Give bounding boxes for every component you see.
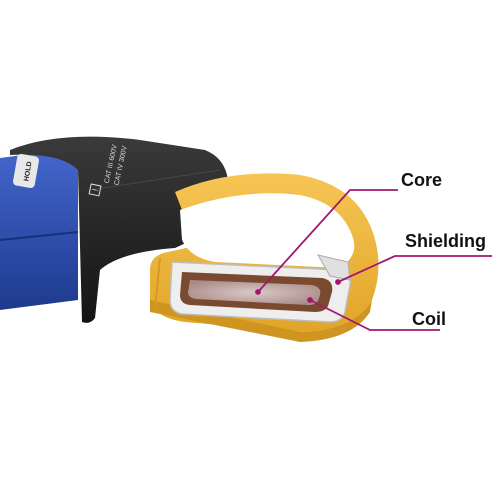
core-label: Core (401, 170, 443, 190)
hold-button: HOLD (13, 153, 39, 189)
core-region (188, 280, 321, 305)
shielding-callout-line (337, 255, 492, 283)
shielding-label: Shielding (405, 231, 486, 251)
warning-symbol: ! (91, 188, 100, 192)
meter-body (10, 136, 228, 323)
meter-grip (0, 150, 79, 310)
coil-callout-line (309, 299, 440, 331)
coil-label: Coil (412, 309, 446, 329)
callout-lines (255, 189, 492, 331)
hold-button-text: HOLD (23, 161, 33, 182)
core-callout-line (257, 189, 398, 293)
